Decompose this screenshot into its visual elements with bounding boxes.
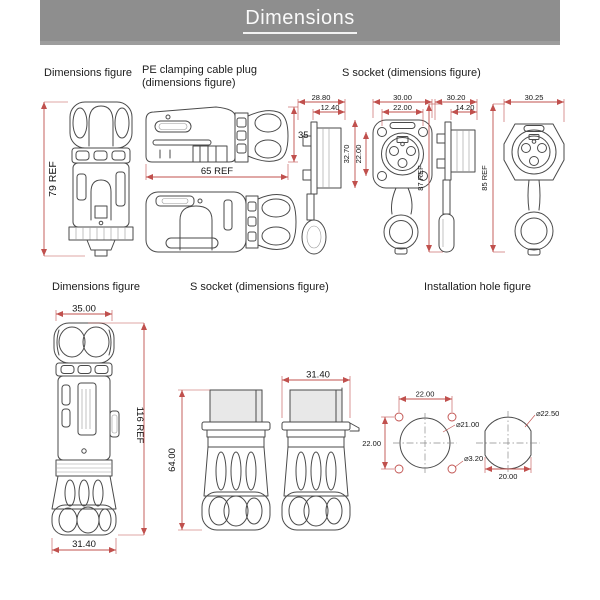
socket-front-dimensions: 30.00 22.00 32.70 22.00 [342, 93, 433, 188]
socket-side-dimensions: 28.80 12.40 [297, 93, 346, 120]
figure-pe-plug-views: 35 65 REF [145, 106, 308, 253]
panel-hole-dimensions: 22.00 22.00 ⌀21.00 ⌀3.20 [362, 390, 483, 470]
panel-hole-pattern [393, 412, 457, 474]
header-banner: Dimensions [40, 0, 560, 45]
socket-height-dimension: 64.00 [168, 389, 210, 531]
label-dimensions-figure-top: Dimensions figure [44, 67, 133, 79]
socket-view3-height-text: 87 REF [416, 165, 425, 191]
mated-pair-top-width-dimension: 35.00 [55, 304, 113, 321]
hole-spacing-h-text: 22.00 [416, 390, 435, 399]
mated-pair-drawing [51, 322, 120, 536]
socket-view4-width-text: 30.25 [525, 93, 544, 102]
label-s-socket-top: S socket (dimensions figure) [342, 67, 481, 79]
socket-view2-spacing-v-text: 22.00 [354, 145, 363, 164]
socket-height-text: 64.00 [168, 448, 178, 472]
hole-spacing-v-text: 22.00 [362, 439, 381, 448]
socket-view4-height-dimension: 85 REF [480, 103, 505, 253]
mated-pair-bottom-width-dimension: 31.40 [51, 538, 117, 554]
pe-plug-length-text: 65 REF [201, 166, 233, 177]
d-hole-flat-text: 20.00 [499, 472, 518, 481]
socket-barrel-dimensions: 30.20 14.20 [434, 93, 478, 120]
socket-view2-height-text: 32.70 [342, 145, 351, 164]
socket-barrel-side-view [436, 121, 476, 253]
figure-installation-holes: 22.00 22.00 ⌀21.00 ⌀3.20 ⌀22.50 20.00 [362, 390, 559, 482]
socket-front-right-view [281, 387, 360, 531]
socket-side-view [301, 121, 342, 255]
pe-plug-length-dimension: 65 REF [145, 164, 289, 180]
socket-view1-depth-text: 12.40 [321, 103, 340, 112]
socket-width-text: 31.40 [306, 370, 330, 381]
plug-height-text: 79 REF [47, 161, 59, 197]
figure-s-socket-views: 28.80 12.40 [297, 93, 565, 256]
page-title: Dimensions [243, 7, 357, 34]
d-hole-pattern [476, 411, 540, 475]
figure-plug-side-view: 79 REF [41, 101, 134, 257]
mated-pair-height-dimension: 116 REF [88, 322, 147, 536]
figure-mated-pair: 35.00 116 REF 31.40 [51, 304, 147, 554]
socket-view2-spacing-text: 22.00 [393, 103, 412, 112]
label-pe-clamping-plug-line1: PE clamping cable plug [142, 64, 257, 76]
socket-front-view [372, 119, 433, 255]
figure-s-socket-front-views: 64.00 31.40 [168, 370, 360, 531]
panel-hole-dia-text: ⌀21.00 [456, 420, 479, 429]
socket-round-dimension: 30.25 [503, 93, 565, 122]
socket-view4-height-text: 85 REF [480, 165, 489, 191]
label-installation-hole: Installation hole figure [424, 281, 532, 293]
pe-plug-bottom-view [145, 191, 297, 253]
mated-pair-top-width-text: 35.00 [72, 304, 96, 315]
socket-view1-width-text: 28.80 [312, 93, 331, 102]
label-dimensions-figure-bottom: Dimensions figure [52, 281, 141, 293]
mated-pair-bottom-width-text: 31.40 [72, 539, 96, 550]
label-s-socket-bottom: S socket (dimensions figure) [190, 281, 329, 293]
socket-view2-width-text: 30.00 [393, 93, 412, 102]
socket-front-left-view [201, 389, 271, 531]
socket-round-front-view [503, 123, 565, 256]
screw-hole-dia-text: ⌀3.20 [464, 454, 483, 463]
d-hole-dia-text: ⌀22.50 [536, 409, 559, 418]
label-pe-clamping-plug-line2: (dimensions figure) [142, 77, 236, 89]
socket-width-dimension: 31.40 [281, 370, 351, 418]
mated-pair-height-text: 116 REF [134, 407, 145, 444]
socket-view3-depth-text: 14.20 [456, 103, 475, 112]
socket-view3-width-text: 30.20 [447, 93, 466, 102]
d-hole-dimensions: ⌀22.50 20.00 [484, 409, 559, 481]
plug-height-dimension: 79 REF [41, 101, 85, 257]
label-pe-clamping-plug: PE clamping cable plug (dimensions figur… [142, 64, 257, 90]
pe-plug-top-view [145, 106, 289, 163]
plug-drawing [68, 101, 134, 257]
